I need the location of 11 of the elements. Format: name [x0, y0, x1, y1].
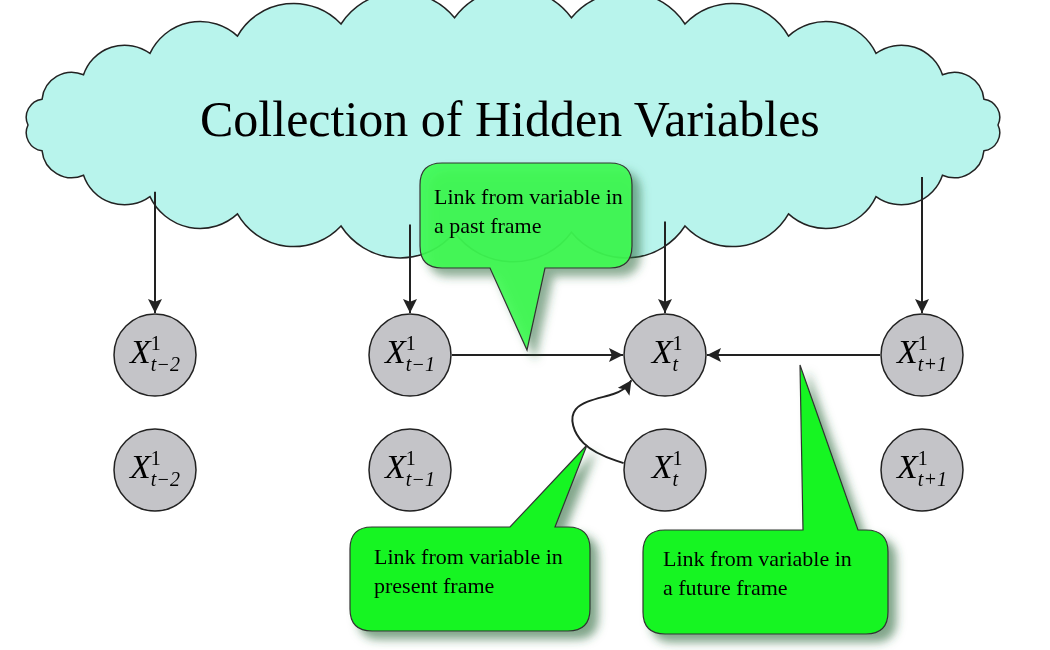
arrow: [148, 190, 162, 314]
callout-text: Link from variable in a past frame: [434, 183, 624, 240]
callout-text: Link from variable in present frame: [374, 543, 564, 600]
arrow: [403, 223, 417, 314]
arrow: [571, 379, 633, 465]
arrow: [451, 348, 624, 362]
callout-text: Link from variable in a future frame: [663, 545, 853, 602]
cloud-title: Collection of Hidden Variables: [200, 90, 820, 148]
arrow: [915, 176, 929, 314]
arrow: [658, 220, 672, 314]
arrow: [706, 348, 881, 362]
